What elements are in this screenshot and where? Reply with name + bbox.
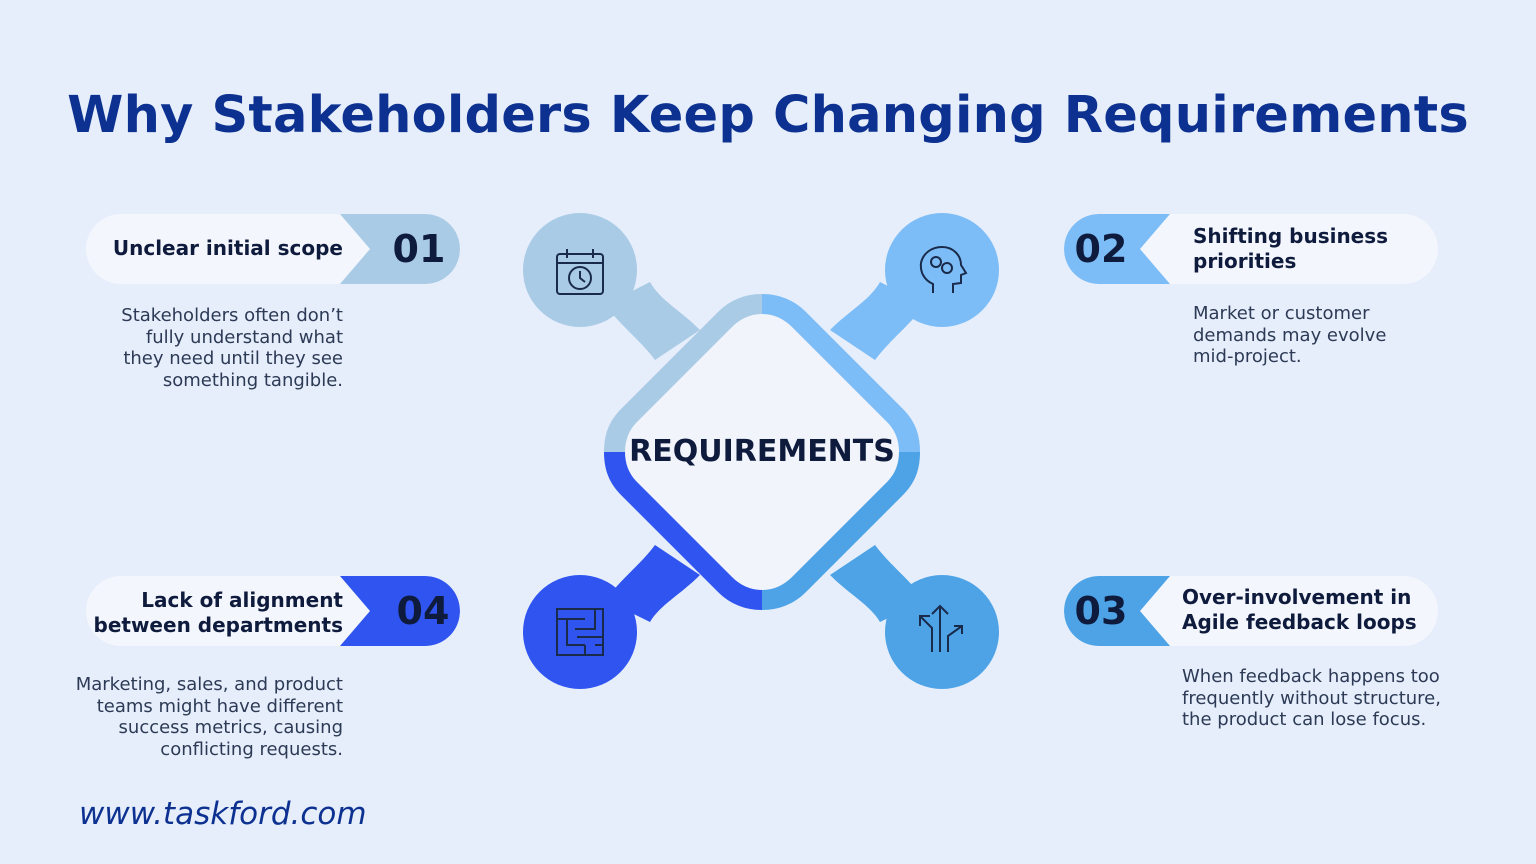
item-02-heading: Shifting business priorities <box>1193 224 1389 273</box>
item-04-description: Marketing, sales, and product teams migh… <box>75 674 343 760</box>
calendar-clock-icon <box>556 249 604 295</box>
diverging-arrows-icon <box>919 604 963 652</box>
item-01-card: 01 Unclear initial scope <box>86 214 460 284</box>
item-01-number: 01 <box>392 227 446 271</box>
bubble-01 <box>523 213 637 327</box>
maze-icon <box>556 608 604 656</box>
stem-01 <box>605 282 700 360</box>
number-tab-04 <box>340 576 460 646</box>
item-04-number: 04 <box>396 589 450 633</box>
item-02-card: 02 Shifting business priorities <box>1064 214 1438 284</box>
item-01-heading: Unclear initial scope <box>112 236 343 260</box>
bubble-04 <box>523 575 637 689</box>
number-tab-03 <box>1064 576 1170 646</box>
item-02-number: 02 <box>1074 227 1128 271</box>
item-03-heading: Over-involvement in Agile feedback loops <box>1182 585 1417 634</box>
center-diamond <box>625 314 899 590</box>
center-label: REQUIREMENTS <box>629 434 895 469</box>
footer-url[interactable]: www.taskford.com <box>79 796 367 832</box>
number-tab-02 <box>1064 214 1170 284</box>
item-03-card: 03 Over-involvement in Agile feedback lo… <box>1064 576 1438 646</box>
item-03-number: 03 <box>1074 589 1128 633</box>
item-01-description: Stakeholders often don’t fully understan… <box>121 305 343 391</box>
number-tab-01 <box>340 214 460 284</box>
item-04-heading: Lack of alignment between departments <box>93 588 343 637</box>
bubble-03 <box>885 575 999 689</box>
item-03-description: When feedback happens too frequently wit… <box>1182 666 1441 730</box>
head-gears-icon <box>919 245 968 293</box>
item-04-card: 04 Lack of alignment between departments <box>86 576 460 646</box>
item-02-description: Market or customer demands may evolve mi… <box>1193 303 1387 367</box>
page-title: Why Stakeholders Keep Changing Requireme… <box>67 86 1469 145</box>
